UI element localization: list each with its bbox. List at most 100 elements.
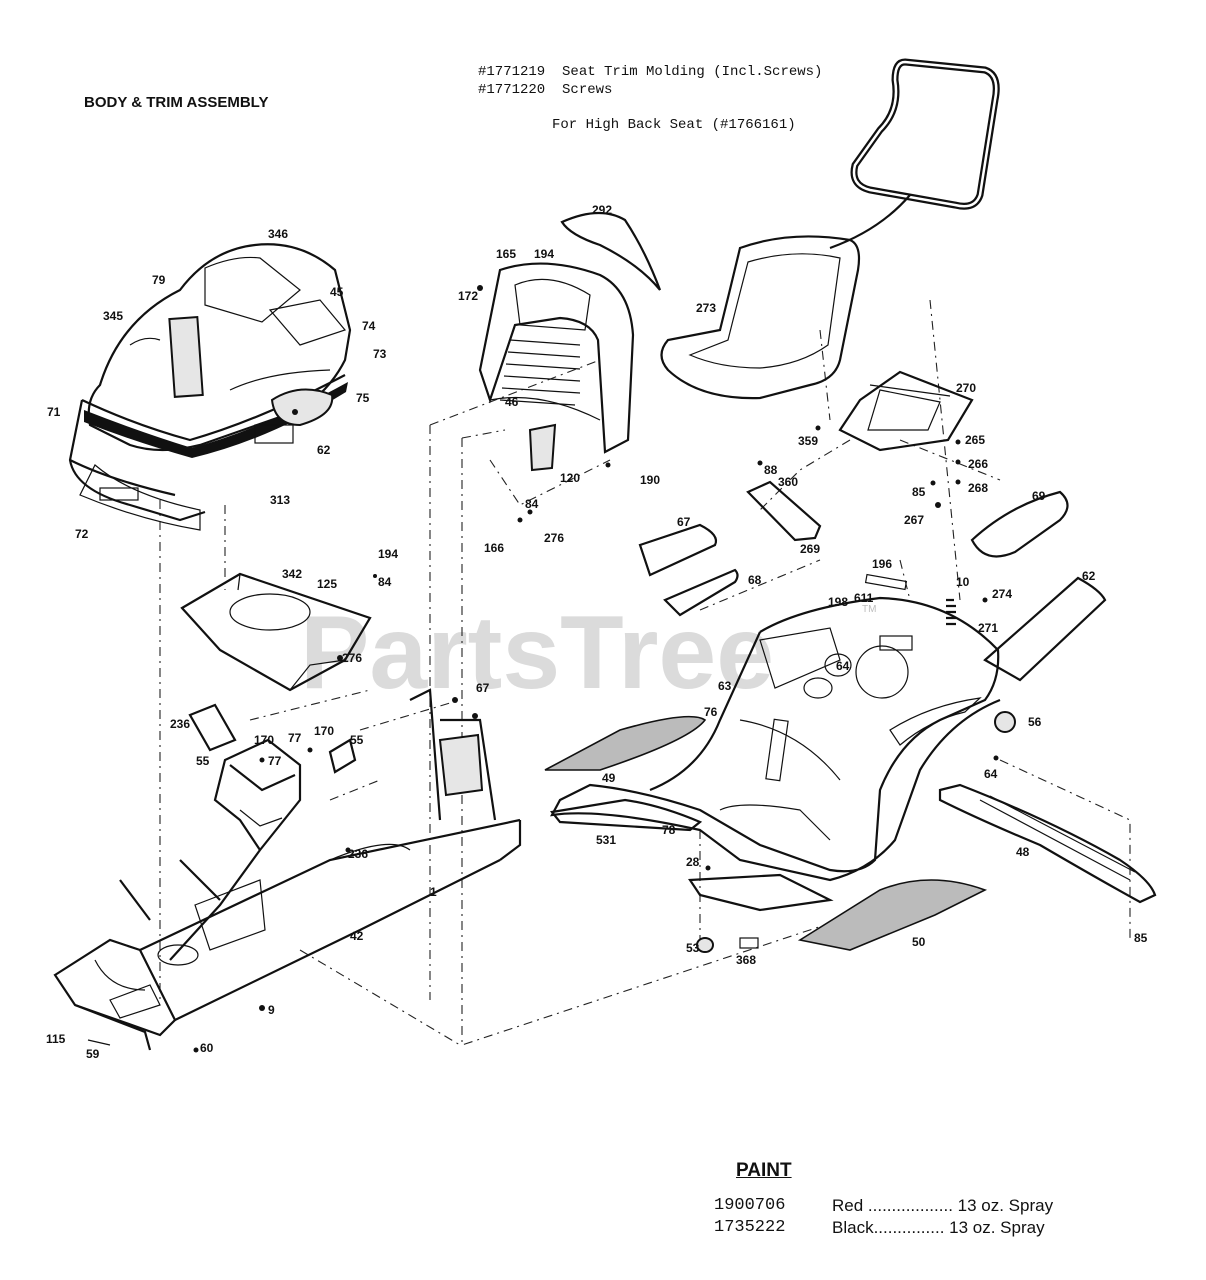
part-label: 274 xyxy=(992,587,1012,601)
part-label: 190 xyxy=(640,473,660,487)
part-label: 276 xyxy=(544,531,564,545)
part-label: 59 xyxy=(86,1047,100,1061)
part-label: 79 xyxy=(152,273,166,287)
floor-mat-50-icon xyxy=(797,879,988,951)
part-label: 346 xyxy=(268,227,288,241)
part-label: 359 xyxy=(798,434,818,448)
seat-trim-molding-icon xyxy=(829,58,1000,250)
part-label: 67 xyxy=(677,515,691,529)
part-label: 84 xyxy=(378,575,392,589)
part-label: 194 xyxy=(378,547,398,561)
part-label: 85 xyxy=(912,485,926,499)
part-label: 265 xyxy=(965,433,985,447)
part-label: 60 xyxy=(200,1041,214,1055)
plate-368-icon xyxy=(739,937,759,949)
part-label: 78 xyxy=(662,823,676,837)
part-label: 269 xyxy=(800,542,820,556)
part-label: 368 xyxy=(736,953,756,967)
fastener-dots xyxy=(193,285,999,1053)
part-label: 69 xyxy=(1032,489,1046,503)
part-label: 56 xyxy=(1028,715,1042,729)
part-label: 360 xyxy=(778,475,798,489)
part-label: 46 xyxy=(505,395,519,409)
trim-plate-68-icon xyxy=(663,568,739,617)
part-label: 9 xyxy=(268,1003,275,1017)
part-label: 55 xyxy=(196,754,210,768)
bracket-236-icon xyxy=(188,703,237,752)
part-label: 270 xyxy=(956,381,976,395)
part-label: 531 xyxy=(596,833,616,847)
running-board-icon xyxy=(938,783,1157,904)
part-label: 611 xyxy=(854,591,874,605)
plate-55-icon xyxy=(328,738,357,774)
seat-pan-icon xyxy=(838,370,974,452)
part-label: 10 xyxy=(956,575,970,589)
diagram-title: BODY & TRIM ASSEMBLY xyxy=(84,94,269,111)
part-label: 170 xyxy=(254,733,274,747)
part-label: 45 xyxy=(330,285,344,299)
trim-plate-67-icon xyxy=(638,523,718,577)
spring-icon xyxy=(946,598,956,626)
part-label: 48 xyxy=(1016,845,1030,859)
part-label: 276 xyxy=(342,651,362,665)
part-label: 88 xyxy=(764,463,778,477)
bracket-icon xyxy=(970,490,1069,558)
part-label: 73 xyxy=(373,347,387,361)
bar-196-icon xyxy=(864,573,908,591)
frame-icon xyxy=(53,688,522,1051)
part-label: 120 xyxy=(560,471,580,485)
paint-heading: PAINT xyxy=(736,1160,792,1181)
part-label: 74 xyxy=(362,319,376,333)
part-label: 266 xyxy=(968,457,988,471)
note-screws: #1771220 Screws xyxy=(478,82,613,98)
part-label: 49 xyxy=(602,771,616,785)
part-label: 50 xyxy=(912,935,926,949)
watermark-tm: TM xyxy=(862,604,876,615)
part-label: 273 xyxy=(696,301,716,315)
floor-mat-49-icon xyxy=(544,715,707,771)
part-label: 53 xyxy=(686,941,700,955)
windscreen-icon xyxy=(560,211,662,291)
part-label: 345 xyxy=(103,309,123,323)
seat-bracket-icon xyxy=(746,480,822,542)
front-apron-icon xyxy=(688,873,834,912)
part-label: 165 xyxy=(496,247,516,261)
part-label: 77 xyxy=(288,731,302,745)
part-label: 85 xyxy=(1134,931,1148,945)
paint-code: 1900706 xyxy=(714,1196,786,1215)
part-label: 196 xyxy=(872,557,892,571)
part-label: 172 xyxy=(458,289,478,303)
part-label: 63 xyxy=(718,679,732,693)
part-label: 313 xyxy=(270,493,290,507)
part-label: 198 xyxy=(828,595,848,609)
paint-description: Black............... 13 oz. Spray xyxy=(832,1218,1045,1237)
dash-panel-icon xyxy=(478,262,635,472)
part-label: 1 xyxy=(430,885,437,899)
part-label: 342 xyxy=(282,567,302,581)
side-trim-icon xyxy=(983,576,1107,682)
part-label: 115 xyxy=(46,1032,66,1046)
fender-pan-icon xyxy=(180,572,372,692)
part-label: 84 xyxy=(525,497,539,511)
part-label: 62 xyxy=(1082,569,1096,583)
part-label: 236 xyxy=(170,717,190,731)
paint-description: Red .................. 13 oz. Spray xyxy=(832,1196,1054,1215)
paint-code: 1735222 xyxy=(714,1218,786,1237)
part-label: 170 xyxy=(314,724,334,738)
part-label: 72 xyxy=(75,527,89,541)
part-label: 76 xyxy=(704,705,718,719)
seat-icon xyxy=(660,235,861,400)
note-high-back-seat: For High Back Seat (#1766161) xyxy=(552,117,796,133)
part-label: 166 xyxy=(484,541,504,555)
fender-icon xyxy=(550,596,1001,882)
part-label: 42 xyxy=(350,929,364,943)
part-label: 68 xyxy=(748,573,762,587)
hood-assembly-icon xyxy=(68,243,352,531)
part-label: 236 xyxy=(348,847,368,861)
part-label: 55 xyxy=(350,733,364,747)
part-number-labels: 346 79 45 345 74 73 71 75 62 313 72 292 … xyxy=(46,203,1148,1061)
part-label: 64 xyxy=(836,659,850,673)
part-label: 67 xyxy=(476,681,490,695)
